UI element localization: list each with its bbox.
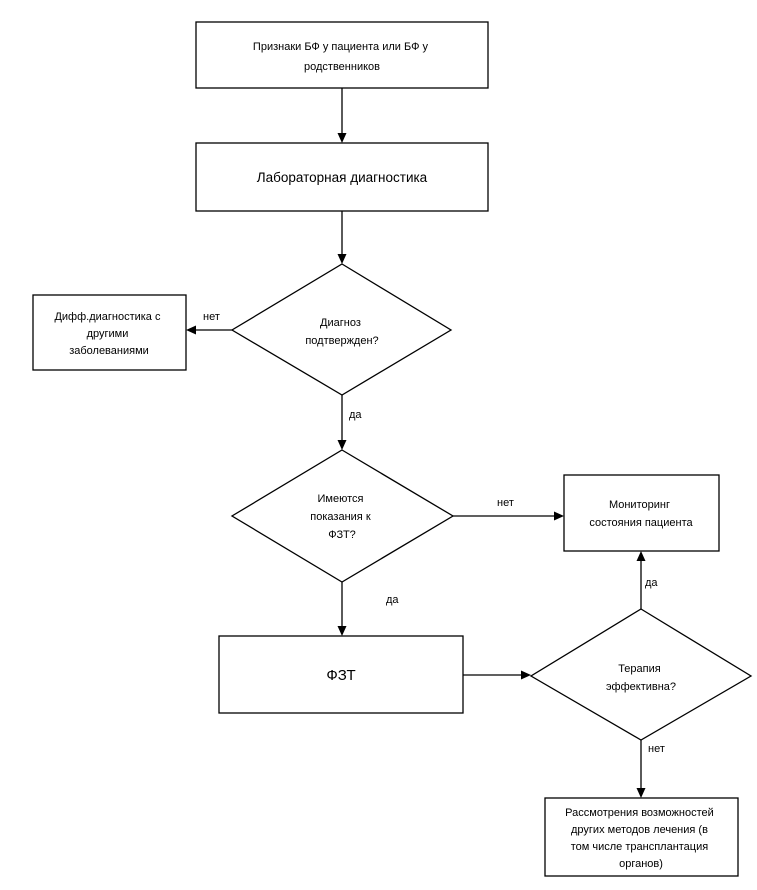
node-fzt: ФЗТ [218,635,464,714]
svg-text:Признаки БФ у пациента или БФ: Признаки БФ у пациента или БФ у родствен… [253,41,431,73]
svg-text:Дифф.диагностика с други: Дифф.диагностика с другими заболеваниями [54,311,163,357]
node-symptoms: Признаки БФ у пациента или БФ у родствен… [195,21,489,89]
node-other-line-4: органов) [619,858,663,870]
node-other-line-2: других методов лечения (в [571,824,708,836]
node-indications-line-2: показания к [310,511,371,523]
edge-indications-no-to-monitoring [453,511,564,521]
svg-text:ФЗТ: ФЗТ [326,667,355,684]
svg-text:Диагноз подтвержден?: Диагноз подтвержден? [305,317,378,347]
node-diagnosis-line-2: подтвержден? [305,335,378,347]
svg-text:Лабораторная диагностика: Лабораторная диагностика [257,170,428,185]
node-therapy-line-2: эффективна? [606,681,676,693]
edge-diagnosis-yes-to-indications [337,395,347,450]
node-diagnosis-confirmed: Диагноз подтвержден? [230,263,453,396]
node-diff-line-2: другими [87,328,129,340]
edge-label-therapy-no: нет [648,743,665,755]
node-diff-line-3: заболеваниями [69,345,149,357]
edge-label-indications-yes: да [386,594,399,606]
node-lab: Лабораторная диагностика [195,142,489,212]
node-monitoring-line-1: Мониторинг [609,499,670,511]
node-symptoms-line-1: Признаки БФ у пациента или БФ у [253,41,429,53]
node-monitoring-line-2: состояния пациента [589,517,693,529]
node-indications-line-1: Имеются [317,493,363,505]
node-fzt-line-1: ФЗТ [326,667,355,684]
edge-label-indications-no: нет [497,497,514,509]
edge-label-therapy-yes: да [645,577,658,589]
node-diff-line-1: Дифф.диагностика с [54,311,161,323]
edge-label-diagnosis-no: нет [203,311,220,323]
node-monitoring: Мониторинг состояния пациента [563,474,720,552]
node-lab-line-1: Лабораторная диагностика [257,170,428,185]
edge-indications-yes-to-fzt [337,582,347,636]
node-fzt-indications: Имеются показания к ФЗТ? [230,449,455,583]
svg-text:Мониторинг состояния пац: Мониторинг состояния пациента [589,499,693,529]
node-diff-diagnosis: Дифф.диагностика с другими заболеваниями [32,294,187,371]
edge-symptoms-to-lab [337,88,347,143]
edge-fzt-to-therapy [463,670,531,680]
node-therapy-effective: Терапия эффективна? [529,608,753,741]
edge-therapy-no-to-other [636,740,646,798]
svg-text:Имеются показания к: Имеются показания к ФЗТ? [310,493,373,541]
node-diagnosis-line-1: Диагноз [320,317,361,329]
edge-therapy-yes-to-monitoring [636,551,646,609]
node-symptoms-line-2: родственников [304,61,380,73]
node-other-line-1: Рассмотрения возможностей [565,807,714,819]
node-other-line-3: том числе трансплантация [571,841,709,853]
node-other-methods: Рассмотрения возможностей других методов… [544,797,739,877]
edge-lab-to-diagnosis [337,211,347,264]
svg-text:Терапия эффективна?: Терапия эффективна? [606,663,676,693]
svg-text:Рассмотрения возможностей: Рассмотрения возможностей других методов… [565,807,717,870]
node-therapy-line-1: Терапия [618,663,661,675]
node-indications-line-3: ФЗТ? [328,529,356,541]
edge-diagnosis-no-to-diff [186,325,232,335]
edge-label-diagnosis-yes: да [349,409,362,421]
